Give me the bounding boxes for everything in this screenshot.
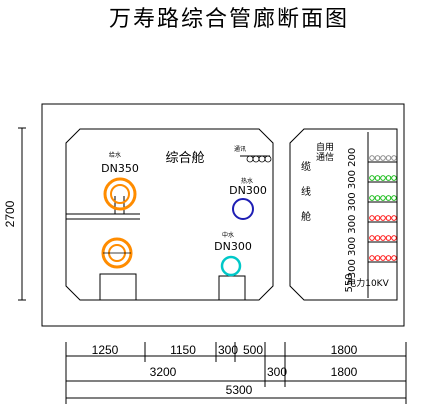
cable [391, 215, 397, 221]
dim-1800-bottom: 1800 [331, 365, 358, 379]
cable [369, 215, 375, 221]
pipe-inner-ring [110, 184, 130, 204]
power-label: 电力10KV [347, 277, 389, 289]
pipe-tag: 热水 [241, 177, 253, 185]
cable [374, 255, 381, 261]
dim-500: 500 [243, 343, 263, 357]
cable [374, 155, 381, 161]
rack-dimensions: 300 300 300 300 300 200 [347, 148, 358, 278]
cable [374, 195, 381, 201]
pipe-size: DN300 [229, 184, 267, 197]
dim-1150: 1150 [170, 343, 196, 357]
cable-trays [368, 155, 397, 263]
selfuse-label: 通信 [316, 151, 334, 163]
cable [391, 155, 397, 161]
cable [380, 215, 386, 221]
pipe-size: DN350 [101, 162, 139, 175]
cable [380, 195, 386, 201]
dim-300: 300 [218, 343, 238, 357]
cable [385, 175, 392, 181]
cable [391, 175, 397, 181]
left-compartment [65, 128, 274, 301]
dimension-lines [65, 342, 407, 404]
dim-300-wall: 300 [267, 365, 287, 379]
cable [374, 175, 381, 181]
cable [391, 195, 397, 201]
rack-bottom-dimension: 550 [344, 273, 355, 292]
right-compartment-label: 缆 线 舱 [301, 160, 311, 223]
cable [369, 195, 375, 201]
cable [380, 255, 386, 261]
reclaimed-water-pipe [220, 255, 242, 277]
cable [380, 175, 386, 181]
svg-text:舱: 舱 [301, 210, 311, 223]
comm-cables [246, 155, 272, 163]
left-compartment-label: 综合舱 [165, 151, 204, 166]
outer-structure [41, 103, 405, 327]
dim-total: 5300 [226, 383, 253, 397]
hot-water-pipe [232, 198, 254, 220]
cable [391, 255, 397, 261]
dim-3200: 3200 [150, 365, 177, 379]
cable [391, 235, 397, 241]
cable [385, 255, 392, 261]
dim-1250: 1250 [92, 343, 119, 357]
cable [369, 255, 375, 261]
svg-text:缆: 缆 [301, 160, 311, 173]
svg-text:线: 线 [301, 185, 311, 198]
pipe-size: DN300 [214, 240, 252, 253]
pipe-pedestal [218, 275, 246, 301]
pipe-pedestal [99, 273, 137, 301]
cable [385, 215, 392, 221]
cable [369, 155, 375, 161]
cable [369, 235, 375, 241]
cable [385, 155, 392, 161]
right-compartment [289, 128, 398, 301]
cable [374, 235, 381, 241]
comm-label: 通讯 [234, 145, 246, 153]
diagram-title: 万寿路综合管廊断面图 [109, 7, 349, 32]
cable [385, 195, 392, 201]
cable [369, 175, 375, 181]
cable [374, 215, 381, 221]
cable [380, 235, 386, 241]
selfuse-label: 自用 [316, 141, 334, 153]
cable [385, 235, 392, 241]
dim-1800-top: 1800 [331, 343, 358, 357]
height-dimension: 2700 [3, 200, 17, 227]
water-pipe-dn350 [103, 177, 137, 211]
cable [380, 155, 386, 161]
pipe-tag: 中水 [222, 231, 234, 239]
pipe-tag: 给水 [109, 151, 121, 159]
